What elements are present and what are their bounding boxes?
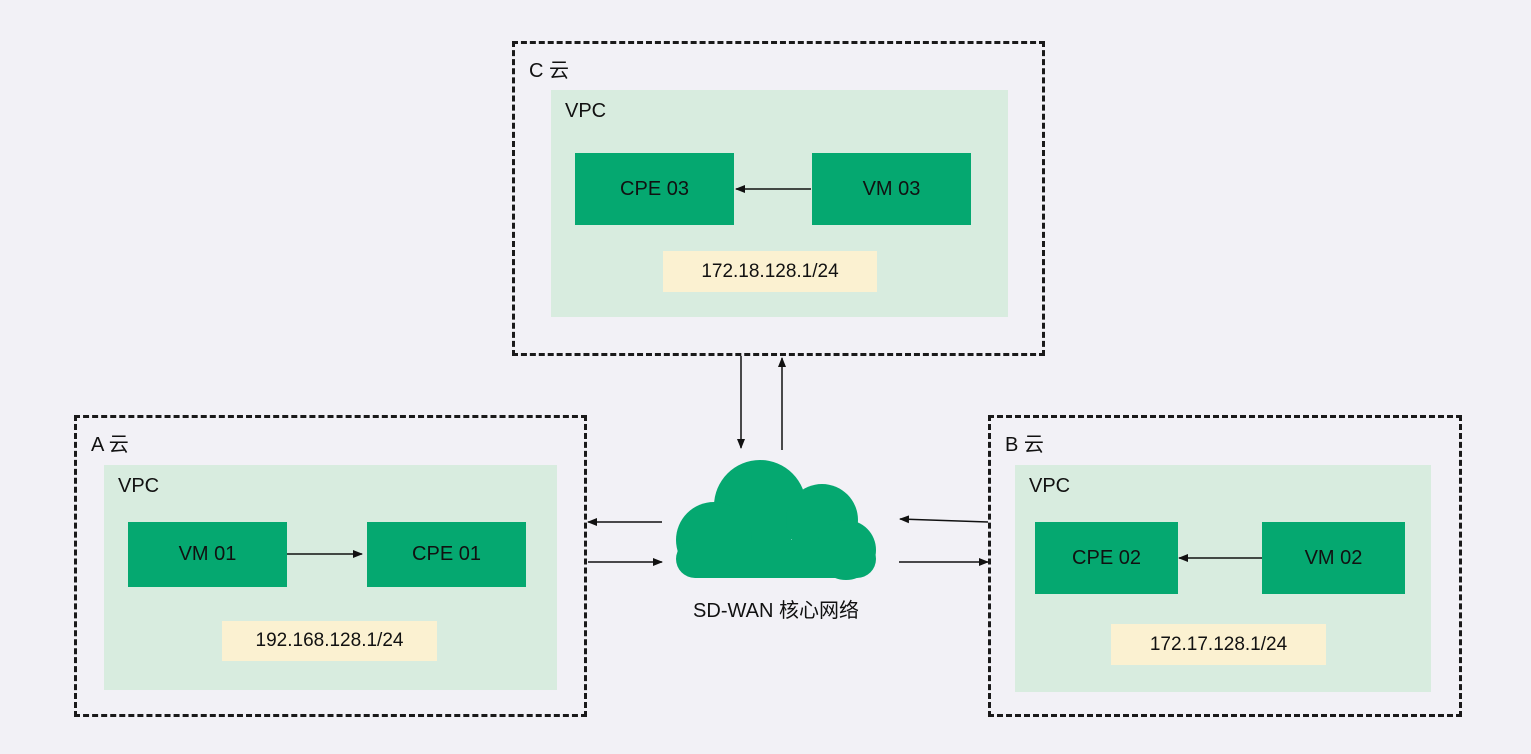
cloud-a-vpc: VPC VM 01 CPE 01 192.168.128.1/24	[104, 465, 557, 690]
cloud-c-vpc: VPC CPE 03 VM 03 172.18.128.1/24	[551, 90, 1008, 317]
cloud-a-frame: A 云 VPC VM 01 CPE 01 192.168.128.1/24	[74, 415, 587, 717]
cloud-c-frame: C 云 VPC CPE 03 VM 03 172.18.128.1/24	[512, 41, 1045, 356]
vm-02-node: VM 02	[1262, 522, 1405, 594]
vpc-label: VPC	[565, 100, 607, 122]
cpe-02-node: CPE 02	[1035, 522, 1178, 594]
cloud-c-label: C 云	[529, 60, 569, 82]
cloud-a-label: A 云	[91, 434, 129, 456]
core-network-label: SD-WAN 核心网络	[693, 600, 859, 622]
cloud-b-label: B 云	[1005, 434, 1044, 456]
cpe-03-node: CPE 03	[575, 153, 734, 225]
subnet-label: 172.18.128.1/24	[663, 251, 877, 292]
cpe-01-node: CPE 01	[367, 522, 526, 587]
cloud-b-frame: B 云 VPC CPE 02 VM 02 172.17.128.1/24	[988, 415, 1462, 717]
vpc-label: VPC	[118, 475, 160, 497]
arrow-b-to-core	[899, 515, 989, 524]
vm-01-node: VM 01	[128, 522, 287, 587]
vm-03-node: VM 03	[812, 153, 971, 225]
subnet-label: 172.17.128.1/24	[1111, 624, 1326, 665]
cloud-b-vpc: VPC CPE 02 VM 02 172.17.128.1/24	[1015, 465, 1431, 692]
vpc-label: VPC	[1029, 475, 1071, 497]
subnet-label: 192.168.128.1/24	[222, 621, 437, 661]
cloud-icon	[676, 460, 876, 580]
